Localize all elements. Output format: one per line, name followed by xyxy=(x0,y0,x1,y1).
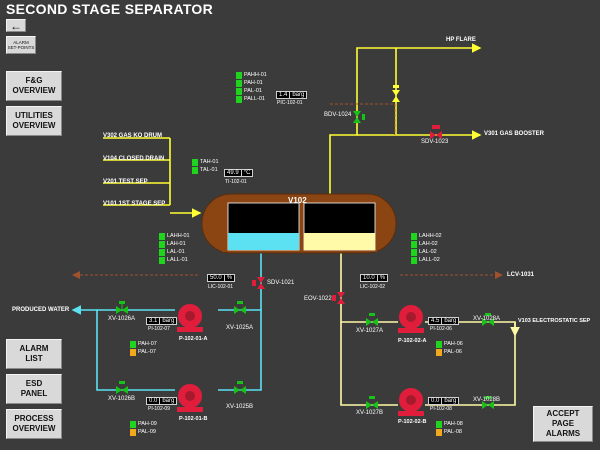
alarm-pah-07[interactable]: PAH-07 xyxy=(130,340,157,348)
alarm-setpoints-button[interactable]: ALARM SET-POINTS xyxy=(6,36,36,54)
signal-lines xyxy=(75,103,500,276)
pump-p2a-label[interactable]: P-102-02-A xyxy=(398,338,427,344)
lic2-tag: LIC-102-02 xyxy=(360,284,386,290)
pic-tag: PIC-102-01 xyxy=(277,100,303,106)
pi-102-07-tag: PI-102-07 xyxy=(148,326,170,332)
pump-p1a-label[interactable]: P-102-01-A xyxy=(179,336,208,342)
water-piping xyxy=(71,250,262,391)
p2b-alarm-group: PAH-08 PAL-08 xyxy=(436,420,463,436)
valve-xv-1028a[interactable]: XV-1028A xyxy=(473,316,501,322)
dest-lcv-1031: LCV-1031 xyxy=(507,272,535,278)
pump-p2b-label[interactable]: P-102-02-B xyxy=(398,419,427,425)
alarm-lall-02[interactable]: LALL-02 xyxy=(411,256,442,264)
valve-xv-1025a[interactable]: XV-1025A xyxy=(226,325,254,331)
pump-p2b-shape xyxy=(398,388,424,416)
pump-p1b-shape xyxy=(177,384,203,412)
alarm-pah-08[interactable]: PAH-08 xyxy=(436,420,463,428)
ti-readout[interactable]: 49.9°C xyxy=(224,169,254,177)
alarm-lah-02[interactable]: LAH-02 xyxy=(411,240,442,248)
dest-electrostatic-sep: V103 ELECTROSTATIC SEP xyxy=(518,318,591,324)
alarm-pal-08[interactable]: PAL-08 xyxy=(436,428,463,436)
red-valves xyxy=(252,125,442,304)
ti-tag: TI-102-01 xyxy=(225,179,247,185)
alarm-lal-02[interactable]: LAL-02 xyxy=(411,248,442,256)
alarm-tah-01[interactable]: TAH-01 xyxy=(192,158,219,166)
alarm-lahh-02[interactable]: LAHH-02 xyxy=(411,232,442,240)
fg-overview-button[interactable]: F&G OVERVIEW xyxy=(6,71,62,101)
pump-p1a-shape xyxy=(177,304,203,332)
utilities-overview-button[interactable]: UTILITIES OVERVIEW xyxy=(6,106,62,136)
pump-p1b-label[interactable]: P-102-01-B xyxy=(179,416,208,422)
inlet-v104: V104 CLOSED DRAIN xyxy=(103,156,165,162)
process-overview-button[interactable]: PROCESS OVERVIEW xyxy=(6,409,62,439)
accept-alarms-button[interactable]: ACCEPT PAGE ALARMS xyxy=(533,406,593,442)
dest-hp-flare: HP FLARE xyxy=(446,37,476,43)
valve-sdv-1021[interactable]: SDV-1021 xyxy=(267,280,295,286)
pi-102-06-tag: PI-102-06 xyxy=(430,326,452,332)
alarm-list-button[interactable]: ALARM LIST xyxy=(6,339,62,369)
back-arrow-button[interactable]: ← xyxy=(6,19,26,32)
inlet-v201: V201 TEST SEP xyxy=(103,179,148,185)
alarm-pah-01[interactable]: PAH-01 xyxy=(236,79,267,87)
valve-xv-1027a[interactable]: XV-1027A xyxy=(356,328,384,334)
page-title: SECOND STAGE SEPARATOR xyxy=(6,1,214,17)
alarm-pahh-01[interactable]: PAHH-01 xyxy=(236,71,267,79)
inlet-v302: V302 GAS KO DRUM xyxy=(103,133,163,139)
flare-control-valve xyxy=(392,85,400,102)
alarm-lal-01[interactable]: LAL-01 xyxy=(159,248,190,256)
oil-piping xyxy=(340,250,520,406)
dest-produced-water: PRODUCED WATER xyxy=(12,307,70,313)
alarm-pal-09[interactable]: PAL-09 xyxy=(130,428,157,436)
inlet-v101: V101 1ST STAGE SEP xyxy=(103,201,166,207)
temp-alarm-group: TAH-01 TAL-01 xyxy=(192,158,219,174)
p2a-alarm-group: PAH-06 PAL-06 xyxy=(436,340,463,356)
gas-piping xyxy=(103,43,482,218)
pi-102-09-tag: PI-102-09 xyxy=(148,406,170,412)
vessel-oil-level xyxy=(304,233,375,250)
alarm-lahh-01[interactable]: LAHH-01 xyxy=(159,232,190,240)
valve-eov-1022[interactable]: EOV-1022 xyxy=(304,296,332,302)
lic1-tag: LIC-102-01 xyxy=(208,284,234,290)
alarm-pal-06[interactable]: PAL-06 xyxy=(436,348,463,356)
level-alarm-group-2: LAHH-02 LAH-02 LAL-02 LALL-02 xyxy=(411,232,442,264)
valve-xv-1026a[interactable]: XV-1026A xyxy=(108,316,136,322)
valve-sdv-1023[interactable]: SDV-1023 xyxy=(421,139,449,145)
valve-xv-1025b[interactable]: XV-1025B xyxy=(226,404,254,410)
alarm-lah-01[interactable]: LAH-01 xyxy=(159,240,190,248)
alarm-pah-09[interactable]: PAH-09 xyxy=(130,420,157,428)
valve-xv-1026b[interactable]: XV-1026B xyxy=(108,396,136,402)
level-alarm-group-1: LAHH-01 LAH-01 LAL-01 LALL-01 xyxy=(159,232,190,264)
alarm-pah-06[interactable]: PAH-06 xyxy=(436,340,463,348)
green-valves xyxy=(116,111,494,409)
valve-bdv-1024[interactable]: BDV-1024 xyxy=(324,112,352,118)
lic2-readout[interactable]: 10.0% xyxy=(360,274,389,282)
p1b-alarm-group: PAH-09 PAL-09 xyxy=(130,420,157,436)
alarm-tal-01[interactable]: TAL-01 xyxy=(192,166,219,174)
lic1-readout[interactable]: 50.0% xyxy=(207,274,236,282)
pump-p2a-shape xyxy=(398,305,424,333)
vessel-water-level xyxy=(228,233,299,250)
esd-panel-button[interactable]: ESD PANEL xyxy=(6,374,62,404)
alarm-lall-01[interactable]: LALL-01 xyxy=(159,256,190,264)
alarm-pal-07[interactable]: PAL-07 xyxy=(130,348,157,356)
alarm-pal-01[interactable]: PAL-01 xyxy=(236,87,267,95)
p1a-alarm-group: PAH-07 PAL-07 xyxy=(130,340,157,356)
valve-xv-1028b[interactable]: XV-1028B xyxy=(473,397,501,403)
vessel-name: V102 xyxy=(288,196,307,205)
alarm-pall-01[interactable]: PALL-01 xyxy=(236,95,267,103)
dest-gas-booster: V301 GAS BOOSTER xyxy=(484,131,545,137)
valve-xv-1027b[interactable]: XV-1027B xyxy=(356,410,384,416)
pi-102-08-tag: PI-102-08 xyxy=(430,406,452,412)
pressure-alarm-group: PAHH-01 PAH-01 PAL-01 PALL-01 xyxy=(236,71,267,103)
lcv-arrow xyxy=(495,271,503,279)
